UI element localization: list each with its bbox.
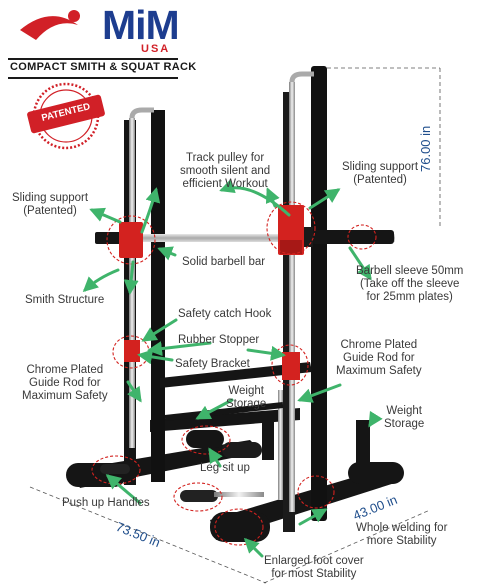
label-weight-storage-right: Weight Storage (384, 405, 425, 430)
barbell-sleeve-right (312, 230, 394, 244)
weight-storage-left-horn (262, 420, 274, 460)
brand-name: MiM (102, 2, 180, 48)
guide-rod-right (289, 82, 295, 512)
label-whole-welding: Whole welding for more Stability (356, 522, 448, 547)
patented-seal-text: PATENTED (40, 101, 92, 124)
label-push-up-handles: Push up Handles (62, 497, 150, 509)
brand-logo: MiM USA (22, 2, 182, 64)
push-up-handle-left (100, 464, 130, 474)
label-weight-storage-left: Weight Storage (226, 385, 267, 410)
tagline-rule-bottom (8, 77, 178, 79)
label-solid-barbell-bar: Solid barbell bar (182, 256, 266, 268)
dimension-lines (29, 67, 441, 584)
label-sliding-support-left: Sliding support (Patented) (12, 192, 89, 217)
tagline-rule-top (8, 58, 178, 60)
annotation-arrows (82, 178, 383, 558)
dimension-height: 76.00 in (418, 125, 433, 172)
product-tagline: COMPACT SMITH & SQUAT RACK (10, 61, 197, 73)
label-chrome-rod-left: Chrome Plated Guide Rod for Maximum Safe… (22, 364, 108, 402)
label-foot-cover: Enlarged foot cover for most Stability (264, 555, 364, 580)
barbell-bar (95, 234, 395, 242)
patented-seal-graphic (27, 82, 105, 150)
safety-bracket-right (282, 352, 300, 380)
label-rubber-stopper: Rubber Stopper (178, 334, 260, 346)
sliding-carriage-left (119, 222, 143, 258)
weight-storage-right-horn (356, 420, 370, 470)
upright-front-left (151, 110, 165, 482)
leg-pad (186, 430, 224, 448)
label-leg-sit-up: Leg sit up (200, 462, 250, 474)
label-track-pulley: Track pulley for smooth silent and effic… (180, 152, 271, 190)
brand-logo-mark (20, 10, 80, 40)
push-up-handle-right (180, 490, 218, 502)
upright-front-right (311, 66, 327, 521)
label-barbell-sleeve: Barbell sleeve 50mm (Take off the sleeve… (356, 265, 464, 303)
label-smith-structure: Smith Structure (25, 294, 105, 306)
label-sliding-support-right: Sliding support (Patented) (342, 161, 419, 186)
patented-seal: PATENTED (33, 83, 99, 149)
safety-bracket-left (124, 340, 140, 362)
label-safety-bracket: Safety Bracket (175, 358, 250, 370)
label-safety-catch-hook: Safety catch Hook (178, 308, 272, 320)
label-chrome-rod-right: Chrome Plated Guide Rod for Maximum Safe… (336, 339, 422, 377)
brand-country: USA (141, 43, 171, 55)
